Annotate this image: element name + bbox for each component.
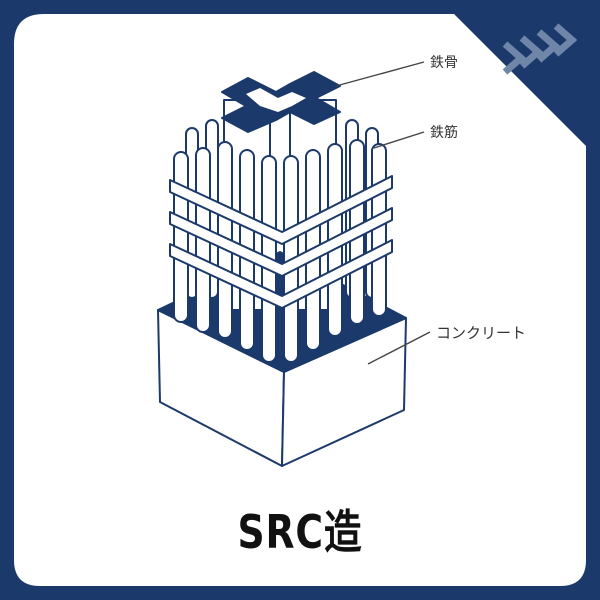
label-rebar: 鉄筋 (430, 125, 458, 141)
label-concrete: コンクリート (436, 324, 527, 342)
callout-line-steel (335, 61, 425, 87)
hoop-tie-1 (169, 175, 393, 245)
label-steel-frame: 鉄骨 (430, 55, 458, 71)
steel-cross-highlight (246, 88, 306, 112)
chevron-arrows-icon (502, 23, 578, 75)
caption-title: SRC造 (237, 505, 363, 559)
callout-lines (335, 61, 431, 365)
hoop-ties (169, 175, 393, 309)
callout-line-rebar (373, 131, 425, 149)
corner-badge (440, 0, 600, 160)
callout-line-concrete (367, 331, 431, 365)
hoop-tie-2 (169, 207, 393, 277)
hoop-tie-3 (169, 239, 393, 309)
